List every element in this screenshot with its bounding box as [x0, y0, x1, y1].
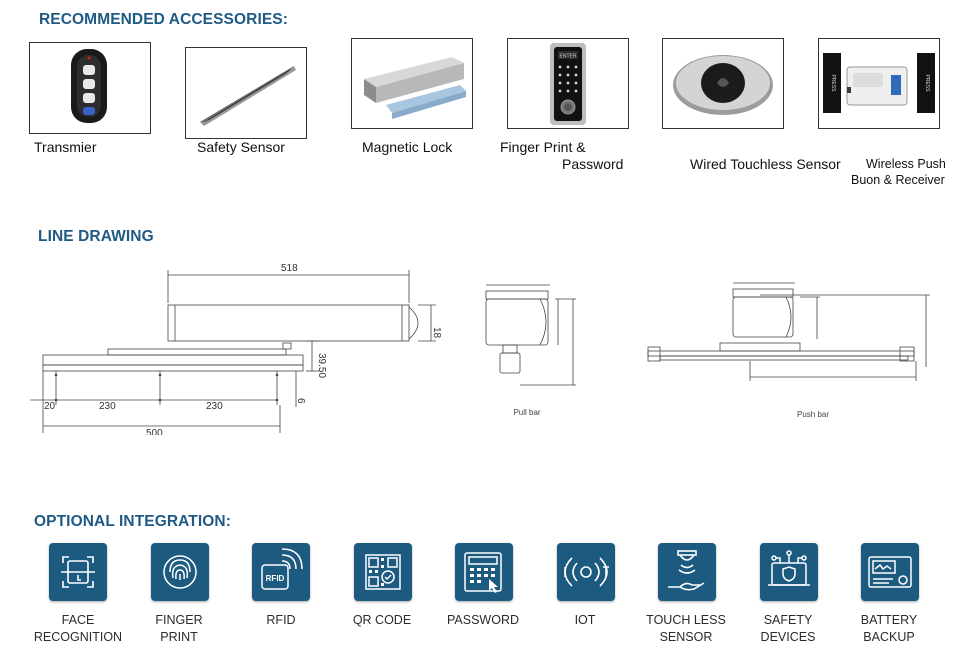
wireless-push-button-image: PRESS PRESS [818, 38, 940, 129]
press-text-left: PRESS [830, 75, 836, 93]
accessories-heading: RECOMMENDED ACCESSORIES: [39, 11, 288, 28]
fingerprint-keypad-label-line1: Finger Print & [500, 139, 586, 155]
face-recognition-tile [49, 543, 107, 601]
dim-500: 500 [146, 428, 163, 435]
pull-bar-label: Pull bar [513, 408, 540, 417]
password-label: PASSWORD [447, 613, 519, 627]
wireless-push-label-line1: Wireless Push [866, 157, 946, 171]
battery-backup-icon [868, 556, 912, 588]
keypad-screen-text: ENTER [560, 54, 577, 60]
iot-tile [557, 543, 615, 601]
fingerprint-tile [151, 543, 209, 601]
fingerprint-keypad-image: ENTER [507, 38, 629, 129]
dim-20: 20 [44, 401, 56, 412]
touchless-sensor-image [662, 38, 784, 129]
battery-backup-tile [861, 543, 919, 601]
face-recognition-icon [61, 556, 95, 588]
fingerprint-icon [163, 555, 197, 589]
line-drawing: 518 18 39.50 20 230 230 6 500 Pull bar [30, 263, 930, 435]
transmitter-image [29, 42, 151, 134]
password-tile [455, 543, 513, 601]
integration-heading: OPTIONAL INTEGRATION: [34, 513, 231, 530]
transmitter-label: Transmier [34, 139, 97, 155]
rfid-icon: RFID [261, 548, 303, 590]
push-bar-label: Push bar [797, 410, 829, 419]
safety-sensor-label: Safety Sensor [197, 139, 285, 155]
safety-sensor-image [185, 47, 307, 139]
rfid-label: RFID [266, 613, 296, 627]
password-keypad-icon [464, 552, 502, 593]
qr-code-label: QR CODE [352, 613, 412, 627]
dim-18: 18 [431, 327, 442, 339]
wireless-push-label-line2: Buon & Receiver [851, 173, 945, 187]
dim-518: 518 [281, 263, 298, 274]
dim-6: 6 [295, 398, 306, 404]
press-text-right: PRESS [924, 75, 930, 93]
line-drawing-heading: LINE DRAWING [38, 228, 154, 245]
dim-230-a: 230 [99, 401, 116, 412]
iot-label: IOT [574, 613, 596, 627]
dim-39-50: 39.50 [316, 353, 327, 378]
rfid-tile: RFID [252, 543, 310, 601]
qr-code-tile [354, 543, 412, 601]
safety-devices-icon [768, 550, 810, 586]
touchless-sensor-label: Wired Touchless Sensor [690, 156, 841, 172]
touchless-sensor-icon [668, 550, 705, 591]
dim-230-b: 230 [206, 401, 223, 412]
qr-code-icon [365, 554, 401, 590]
magnetic-lock-image [351, 38, 473, 129]
safety-devices-tile [760, 543, 818, 601]
magnetic-lock-label: Magnetic Lock [362, 139, 453, 155]
rfid-icon-text: RFID [266, 574, 285, 583]
iot-icon [564, 557, 609, 587]
touchless-sensor-tile [658, 543, 716, 601]
fingerprint-keypad-label-line2: Password [562, 156, 624, 172]
